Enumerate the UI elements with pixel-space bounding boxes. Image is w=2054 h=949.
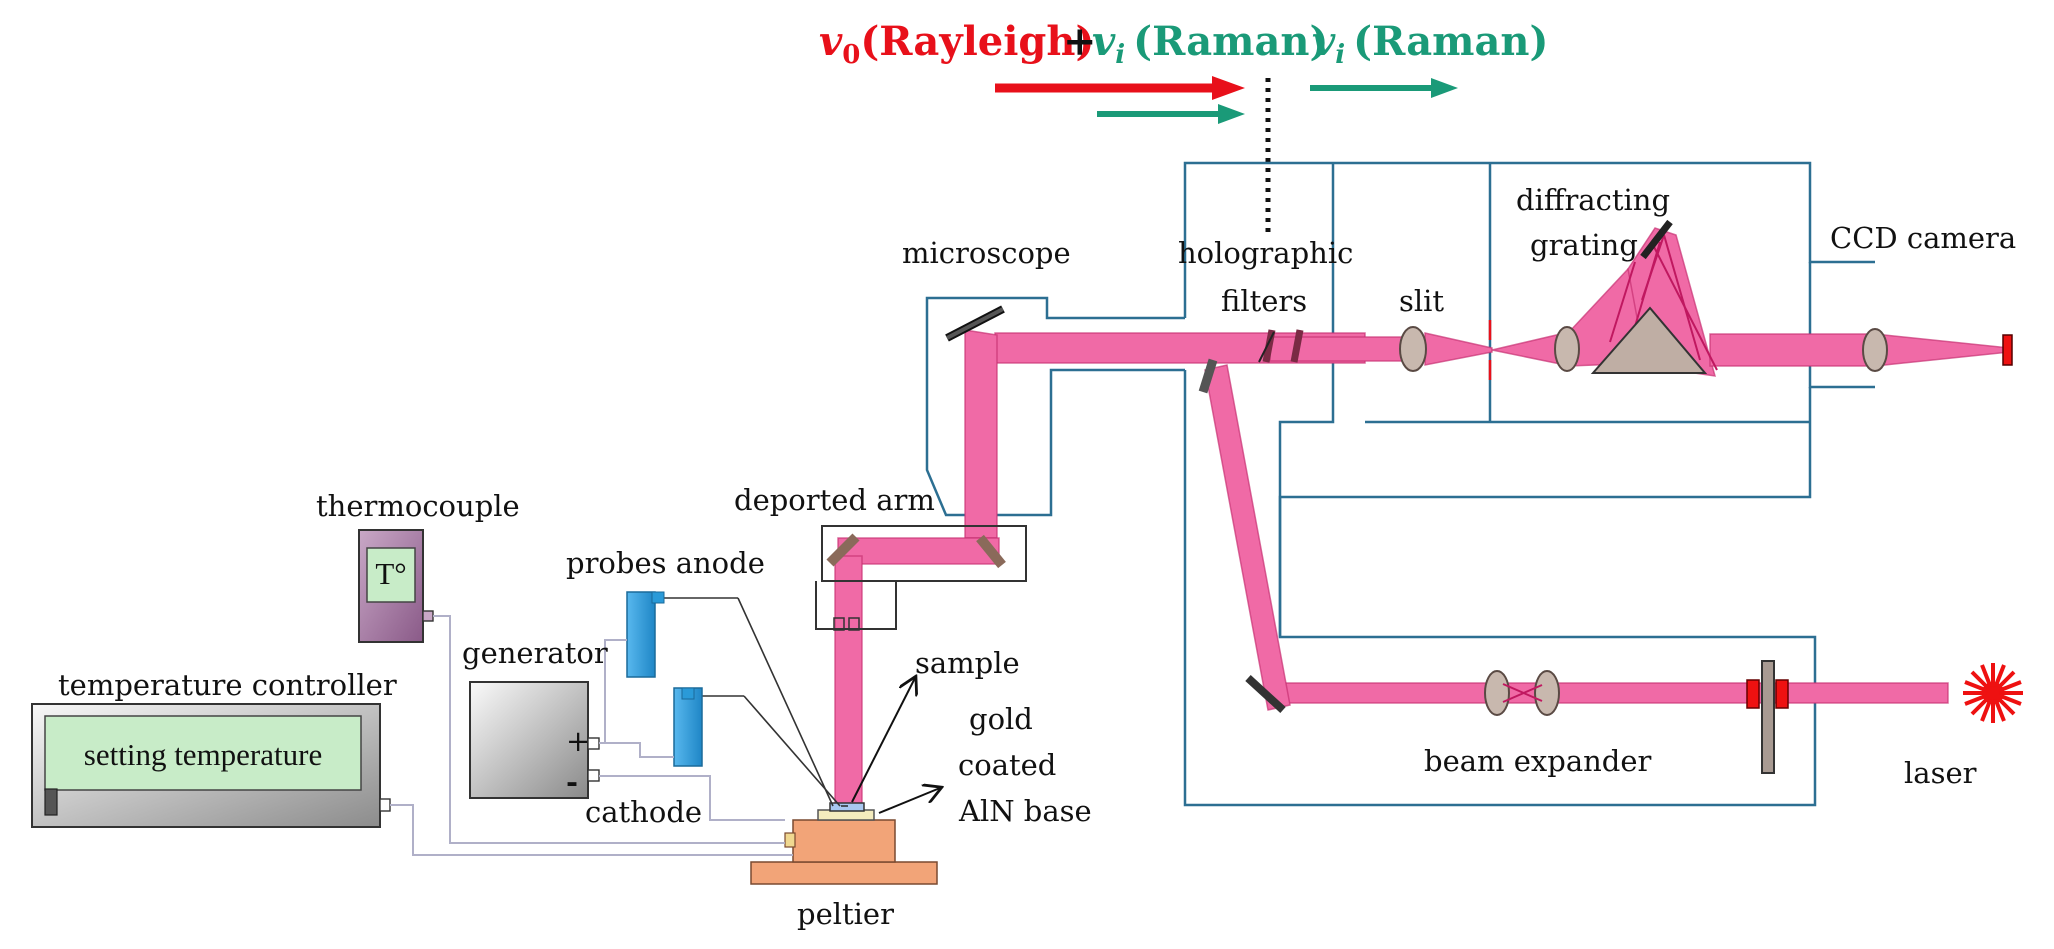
expander-lens-2 bbox=[1534, 670, 1560, 716]
housing-outlines bbox=[925, 161, 1875, 807]
generator-label: generator bbox=[462, 636, 608, 670]
gold-label: gold bbox=[969, 702, 1033, 736]
expander-lens-1 bbox=[1484, 670, 1510, 716]
thermocouple-device bbox=[358, 529, 434, 643]
filters-label: filters bbox=[1221, 284, 1307, 318]
gold-arrow bbox=[878, 788, 940, 814]
slit-lens bbox=[1399, 326, 1427, 372]
beam-expander-label: beam expander bbox=[1424, 744, 1652, 778]
sample-stage bbox=[750, 802, 938, 885]
microscope-housing bbox=[925, 296, 1185, 517]
beam-slit-cone bbox=[1424, 332, 1493, 366]
probe-anode-upper bbox=[626, 591, 665, 678]
labels: microscope holographic filters slit diff… bbox=[58, 183, 2016, 931]
controller-wires bbox=[390, 615, 793, 856]
beam-microscope-vertical bbox=[964, 329, 998, 539]
raman-label-1: vi(Raman) bbox=[1092, 18, 1328, 70]
shutter bbox=[1761, 660, 1775, 774]
grating-lens bbox=[1554, 326, 1580, 372]
rayleigh-arrow bbox=[995, 76, 1245, 100]
generator-wires bbox=[599, 639, 785, 821]
holographic-label: holographic bbox=[1178, 236, 1353, 270]
plus-sign: + bbox=[1063, 18, 1097, 65]
ccd-sensor bbox=[2002, 334, 2013, 366]
ccd-camera-label: CCD camera bbox=[1830, 221, 2016, 255]
probes-anode-label: probes anode bbox=[566, 546, 765, 580]
diffracting-label: diffracting bbox=[1516, 183, 1670, 217]
raman-arrow-2 bbox=[1310, 78, 1458, 98]
beam-diagonal bbox=[1204, 364, 1291, 711]
probe-lower bbox=[673, 687, 703, 767]
peltier-block bbox=[750, 861, 938, 885]
peltier-label: peltier bbox=[797, 897, 894, 931]
slit-label: slit bbox=[1399, 284, 1444, 318]
thermocouple-label: thermocouple bbox=[316, 489, 520, 523]
probe-wires bbox=[662, 597, 848, 807]
generator-plus: + bbox=[566, 724, 590, 758]
turning-mirror-upper bbox=[1198, 358, 1218, 394]
beam-deported-arm bbox=[837, 537, 1000, 565]
aln-base-label: AlN base bbox=[958, 794, 1092, 828]
generator-minus: - bbox=[566, 765, 578, 799]
cathode-label: cathode bbox=[585, 795, 702, 829]
holographic-filters bbox=[1262, 329, 1304, 363]
ccd-lens bbox=[1862, 328, 1888, 372]
aln-base bbox=[792, 819, 896, 863]
deported-arm-box bbox=[815, 525, 1027, 631]
laser-label: laser bbox=[1904, 756, 1977, 790]
grating-label: grating bbox=[1530, 228, 1638, 262]
laser-icon bbox=[1963, 663, 2023, 723]
sample-arrow bbox=[851, 678, 915, 803]
microscope-label: microscope bbox=[902, 236, 1071, 270]
raman-label-2: vi(Raman) bbox=[1312, 18, 1548, 70]
spectrum-header: v0(Rayleigh) + vi(Raman) vi(Raman) bbox=[819, 18, 1548, 233]
deported-arm-label: deported arm bbox=[734, 483, 935, 517]
generator-box bbox=[469, 681, 589, 799]
beam-sample-vertical bbox=[834, 555, 863, 807]
laser-line-optics bbox=[1746, 660, 1789, 774]
diffracting-grating-mirror bbox=[1640, 219, 1673, 260]
grating-rays bbox=[1609, 234, 1718, 371]
coated-label: coated bbox=[958, 748, 1056, 782]
beam-ccd-cone bbox=[1874, 333, 2011, 367]
grating-prism bbox=[1590, 306, 1708, 374]
rayleigh-label: v0(Rayleigh) bbox=[819, 18, 1094, 70]
spectrometer-outline bbox=[1183, 161, 1875, 318]
sample-label: sample bbox=[915, 646, 1020, 680]
lenses bbox=[1399, 326, 1888, 716]
temperature-controller-label: temperature controller bbox=[58, 668, 397, 702]
sample-piece bbox=[829, 802, 865, 812]
temperature-controller-device bbox=[31, 703, 391, 828]
thermo-display: T° bbox=[375, 556, 406, 591]
raman-arrow-1 bbox=[1097, 104, 1245, 124]
beam-laser-in bbox=[1279, 682, 1949, 704]
turning-mirror-lower bbox=[1245, 675, 1286, 713]
setting-temperature-display: setting temperature bbox=[84, 737, 322, 772]
